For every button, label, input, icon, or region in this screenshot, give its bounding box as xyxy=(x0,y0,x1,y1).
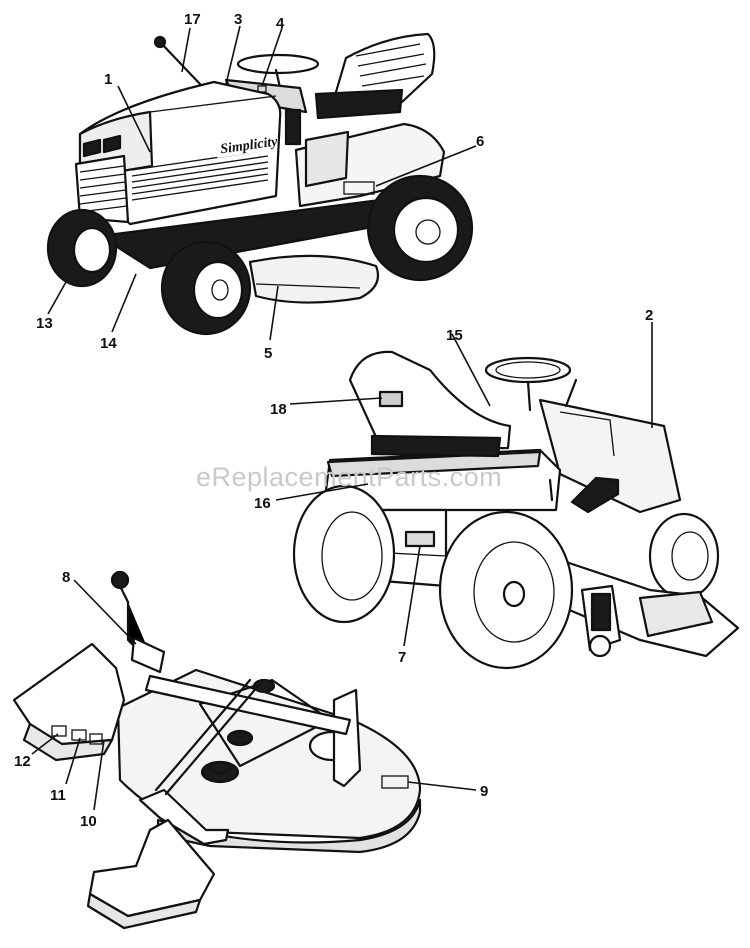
callout-5: 5 xyxy=(264,345,272,362)
callout-6: 6 xyxy=(476,133,484,150)
tractor-rear-wheel xyxy=(366,174,474,282)
tractor-front-left-wheel xyxy=(46,208,118,288)
callout-1: 1 xyxy=(104,71,112,88)
callout-15: 15 xyxy=(446,327,463,344)
callout-17: 17 xyxy=(184,11,201,28)
callout-labels: 1 2 3 4 5 6 7 8 9 10 11 12 13 14 15 16 1… xyxy=(14,11,653,830)
mower-deck xyxy=(12,570,422,930)
tractor-front-view: Simplicity xyxy=(46,32,474,336)
callout-2: 2 xyxy=(645,307,653,324)
callout-11: 11 xyxy=(50,787,66,804)
callout-16: 16 xyxy=(254,495,271,512)
rear-view-front-wheel xyxy=(648,512,720,600)
leader-lines xyxy=(31,25,653,811)
callout-12: 12 xyxy=(14,753,31,770)
rear-view-right-wheel xyxy=(438,510,574,670)
callout-13: 13 xyxy=(36,315,53,332)
callout-4: 4 xyxy=(276,15,285,32)
callout-8: 8 xyxy=(62,569,70,586)
rear-view-left-wheel xyxy=(292,484,396,624)
callout-14: 14 xyxy=(100,335,117,352)
callout-3: 3 xyxy=(234,11,242,28)
callout-18: 18 xyxy=(270,401,287,418)
tractor-front-right-wheel xyxy=(160,240,252,336)
callout-7: 7 xyxy=(398,649,406,666)
tractor-rear-view xyxy=(292,350,740,670)
callout-10: 10 xyxy=(80,813,97,830)
callout-9: 9 xyxy=(480,783,488,800)
